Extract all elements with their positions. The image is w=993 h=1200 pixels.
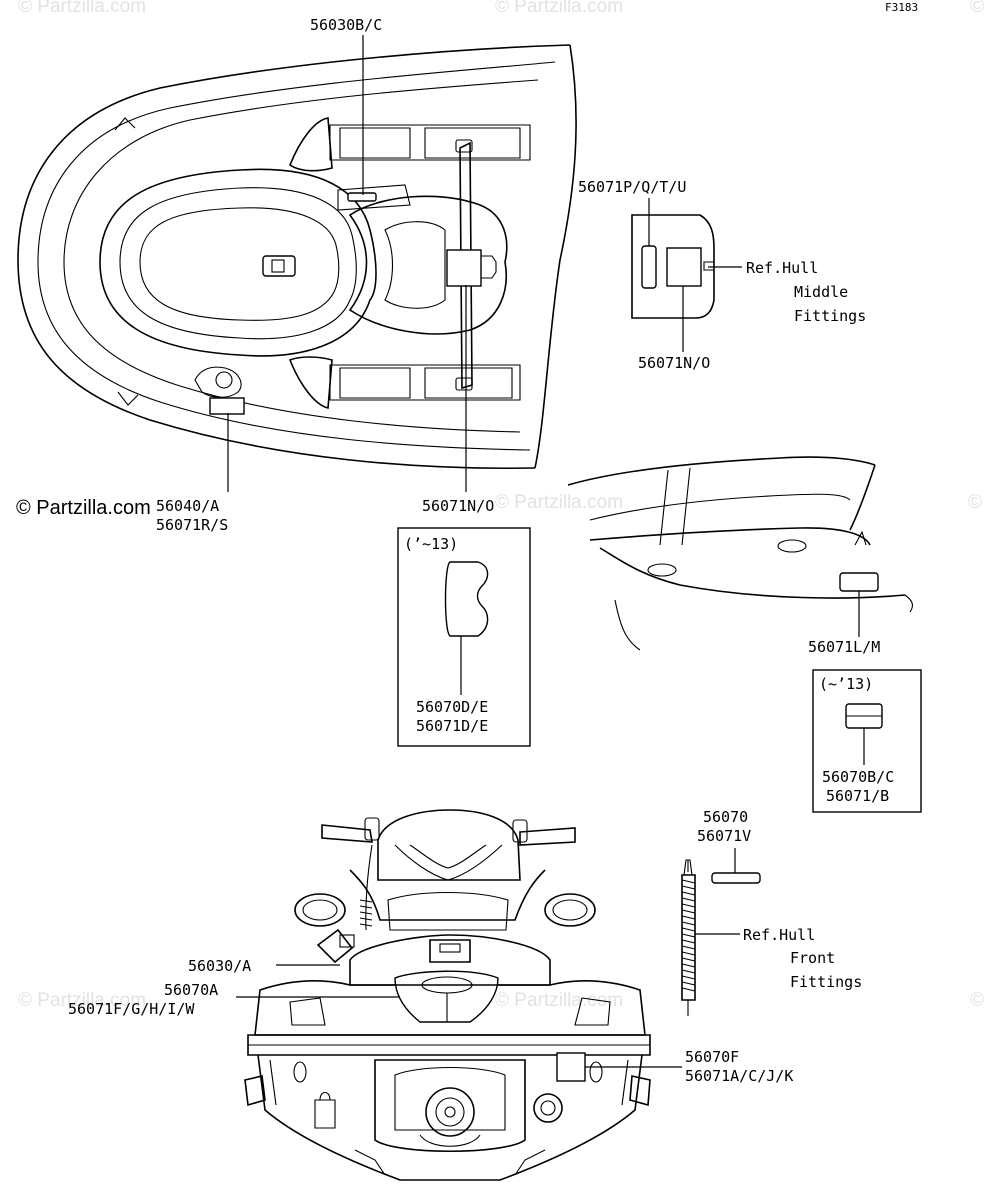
ref-hull-front-line3: Fittings [790,973,862,991]
watermark-layer: © Partzilla.com © Partzilla.com © © Part… [18,0,984,1011]
callout-56071lm: 56071L/M [808,638,880,656]
inset-left [397,527,531,747]
watermark: © [970,0,984,17]
inset-right-part-1: 56070B/C [822,768,894,786]
callout-56030bc: 56030B/C [310,16,382,34]
watermark: © Partzilla.com [495,492,623,513]
ref-hull-middle-line1: Ref.Hull [746,259,818,277]
ref-hull-middle-line3: Fittings [794,307,866,325]
hull-rear-view [244,809,651,1181]
watermark: © [970,990,984,1011]
callout-56071fghiw: 56071F/G/H/I/W [68,1000,195,1018]
callout-56070f: 56070F [685,1048,739,1066]
ref-hull-middle-line2: Middle [794,283,848,301]
callout-56071acjk: 56071A/C/J/K [685,1067,793,1085]
front-fittings [681,848,761,1016]
watermark: © Partzilla.com [495,990,623,1011]
watermark: © Partzilla.com [18,0,146,17]
hull-middle-decal [631,198,742,352]
inset-left-part-1: 56070D/E [416,698,488,716]
leaders-rear [236,964,682,1068]
inset-right-part-2: 56071/B [826,787,889,805]
callout-56071rs: 56071R/S [156,516,228,534]
inset-left-range: (’~13) [404,535,458,553]
inset-right [812,669,922,813]
inset-left-part-2: 56071D/E [416,717,488,735]
callout-56071v: 56071V [697,827,751,845]
inset-right-range: (~’13) [819,675,873,693]
callout-56030a: 56030/A [188,957,251,975]
callout-56071no-right: 56071N/O [638,354,710,372]
hull-top-view [17,44,577,470]
callout-56040a: 56040/A [156,497,219,515]
watermark: © Partzilla.com [495,0,623,17]
callout-56071no-center: 56071N/O [422,497,494,515]
leaders-top [227,35,467,492]
callout-56070: 56070 [703,808,748,826]
watermark: © Partzilla.com [18,990,146,1011]
diagram-id: F3183 [885,1,918,14]
callout-56070a: 56070A [164,981,218,999]
ref-hull-front-line1: Ref.Hull [743,926,815,944]
watermark: © [968,492,982,513]
ref-hull-front-line2: Front [790,949,835,967]
copyright-text: © Partzilla.com [16,497,151,519]
hull-side-view [567,456,914,651]
callout-56071pqtu: 56071P/Q/T/U [578,178,686,196]
